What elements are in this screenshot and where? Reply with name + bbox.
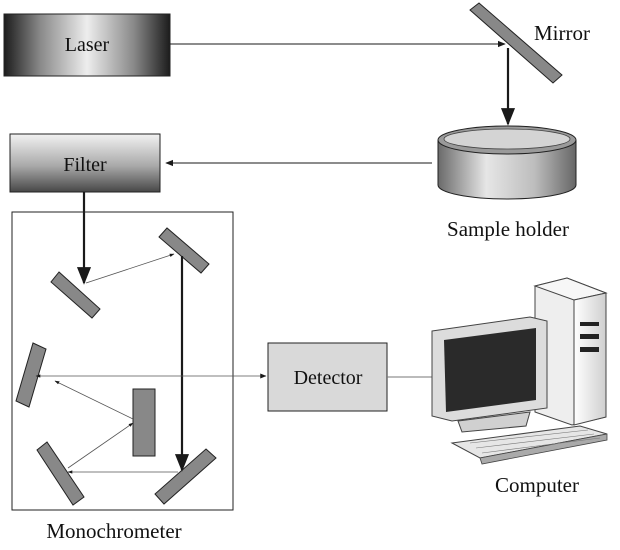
detector-label: Detector [294, 367, 363, 389]
laser-box: Laser [3, 13, 171, 77]
monochromator-label: Monochrometer [46, 519, 181, 543]
beam-m4-to-grating [67, 422, 134, 469]
mono-mirror-top-right [158, 227, 210, 274]
mono-mirror-bottom-left [36, 441, 85, 506]
mirror-label: Mirror [534, 21, 590, 45]
monochromator-frame [11, 211, 234, 511]
beam-m1-to-m2 [85, 253, 175, 284]
top-mirror [469, 2, 563, 84]
computer-icon [431, 277, 608, 465]
mono-mirror-bottom-right [154, 448, 217, 505]
computer-label: Computer [495, 473, 579, 497]
filter-box: Filter [9, 133, 161, 193]
detector-box: Detector [267, 342, 388, 412]
beam-grating-to-m5 [54, 380, 134, 420]
filter-label: Filter [63, 154, 107, 176]
mono-mirror-entrance [50, 271, 101, 319]
sample-holder-label: Sample holder [447, 217, 569, 241]
sample-holder [437, 125, 577, 200]
laser-label: Laser [65, 34, 110, 56]
mono-mirror-left [15, 342, 47, 408]
mono-grating [132, 388, 156, 457]
